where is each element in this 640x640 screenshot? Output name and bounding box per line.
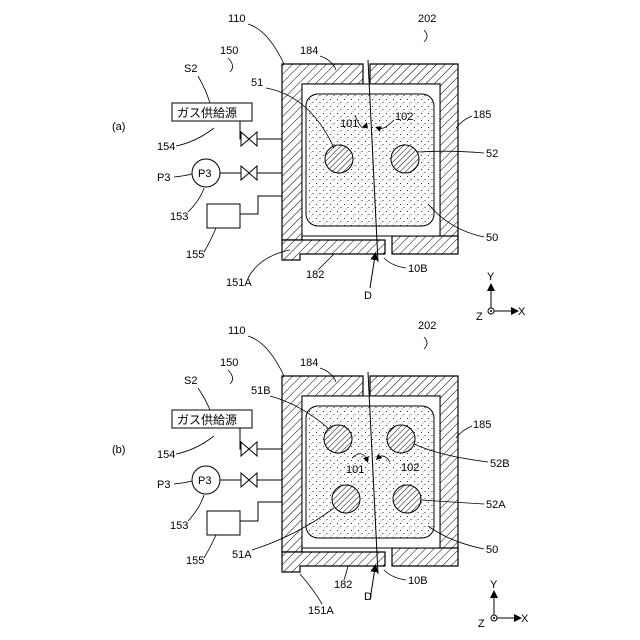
left-ball-top-label: 51B xyxy=(251,385,271,397)
separation-left-label: 101 xyxy=(346,464,364,476)
svg-text:Z: Z xyxy=(476,311,483,323)
axes-a: Y X Z xyxy=(476,271,526,323)
separation-right-label: 102 xyxy=(401,462,419,474)
right-ball-top xyxy=(387,425,415,453)
wall-top-label: 184 xyxy=(300,45,318,57)
pump-name-label: P3 xyxy=(157,479,170,491)
direction-label: D xyxy=(364,591,372,603)
svg-text:X: X xyxy=(521,613,529,625)
wall-right-label: 185 xyxy=(473,419,491,431)
left-ball-top xyxy=(324,425,352,453)
left-ball-bottom-label: 51A xyxy=(232,549,252,561)
left-ball-label: 51 xyxy=(251,77,263,89)
pump-label: P3 xyxy=(198,475,211,487)
axes-b: Y X Z xyxy=(478,579,529,630)
panel-a: (a) ガス供給源 xyxy=(112,13,526,323)
pump-label: P3 xyxy=(198,168,211,180)
gas-source-label: ガス供給源 xyxy=(177,106,237,120)
direction-label: D xyxy=(364,290,372,302)
right-ball xyxy=(391,145,419,173)
separation-left-label: 101 xyxy=(340,118,358,130)
valve-upper xyxy=(241,132,257,146)
gas-system-label: 150 xyxy=(220,357,238,369)
svg-text:Y: Y xyxy=(490,579,498,591)
pump-line-label: 153 xyxy=(170,211,188,223)
svg-text:Y: Y xyxy=(487,271,495,283)
pump-line-label: 153 xyxy=(170,520,188,532)
svg-text:X: X xyxy=(518,306,526,318)
wall-top-label: 184 xyxy=(300,357,318,369)
device-label: 202 xyxy=(418,13,436,25)
right-ball-top-label: 52B xyxy=(490,458,510,470)
wall-right-label: 185 xyxy=(473,109,491,121)
pump-name-label: P3 xyxy=(157,172,170,184)
left-ball xyxy=(325,145,353,173)
cut-line-label: 10B xyxy=(408,575,428,587)
powder-label: 50 xyxy=(486,544,498,556)
source-label: S2 xyxy=(184,63,197,75)
right-ball-bottom-label: 52A xyxy=(486,499,506,511)
gas-system-label: 150 xyxy=(220,45,238,57)
svg-text:Z: Z xyxy=(478,618,485,630)
valve-line-label: 154 xyxy=(157,141,175,153)
panel-label: (a) xyxy=(112,121,125,133)
source-label: S2 xyxy=(184,375,197,387)
tank xyxy=(207,204,240,228)
tank xyxy=(207,511,240,535)
valve-lower xyxy=(241,473,257,487)
left-ball-bottom xyxy=(332,485,360,513)
right-ball-bottom xyxy=(393,485,421,513)
gas-source-label: ガス供給源 xyxy=(177,413,237,427)
panel-b: (b) ガス供給源 P3 202 110 xyxy=(112,320,529,630)
right-ball-label: 52 xyxy=(486,148,498,160)
cut-line-label: 10B xyxy=(408,263,428,275)
wall-bottom-label: 182 xyxy=(334,579,352,591)
powder-label: 50 xyxy=(486,232,498,244)
valve-upper xyxy=(241,442,257,456)
port-label: 151A xyxy=(308,605,334,617)
direction-arrow xyxy=(370,256,375,288)
device-label: 202 xyxy=(418,320,436,332)
valve-line-label: 154 xyxy=(157,449,175,461)
valve-lower xyxy=(241,166,257,180)
wall-bottom-label: 182 xyxy=(306,269,324,281)
chamber-label: 110 xyxy=(228,325,246,337)
chamber-label: 110 xyxy=(228,13,246,25)
tank-label: 155 xyxy=(186,249,204,261)
port-label: 151A xyxy=(226,277,252,289)
separation-right-label: 102 xyxy=(395,111,413,123)
panel-label: (b) xyxy=(112,444,125,456)
tank-label: 155 xyxy=(186,555,204,567)
